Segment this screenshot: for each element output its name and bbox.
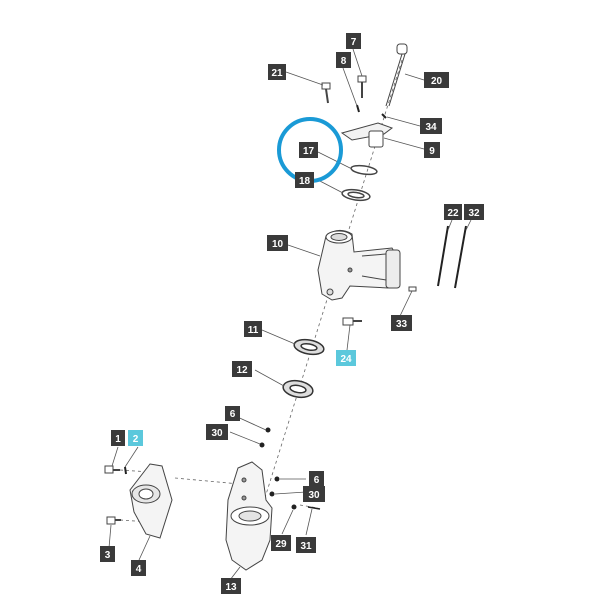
part-8-pin: [356, 104, 360, 113]
svg-text:17: 17: [303, 146, 315, 157]
svg-text:24: 24: [340, 354, 352, 365]
callout-32: 32: [464, 204, 484, 220]
callout-29: 29: [271, 535, 291, 551]
callout-8: 8: [336, 52, 351, 68]
svg-text:32: 32: [468, 208, 480, 219]
svg-text:13: 13: [225, 582, 237, 593]
part-6-30-lower-balls: [269, 476, 280, 497]
svg-text:4: 4: [136, 564, 142, 575]
callout-30-lower: 30: [303, 486, 325, 502]
svg-text:3: 3: [105, 550, 111, 561]
callout-6-lower: 6: [309, 471, 324, 487]
part-3-bolt: [106, 516, 121, 525]
part-11-seal: [293, 338, 325, 356]
callout-4: 4: [131, 560, 146, 576]
callout-labels: 21 7 8 20 34 17 9 18 22 32 10 33 11 24 1…: [100, 33, 484, 594]
part-1-bolt: [104, 465, 120, 474]
part-33-dowel: [408, 286, 417, 292]
svg-text:31: 31: [300, 541, 312, 552]
svg-text:33: 33: [396, 319, 408, 330]
svg-text:6: 6: [314, 475, 320, 486]
callout-21: 21: [268, 64, 286, 80]
svg-text:12: 12: [236, 365, 248, 376]
svg-text:11: 11: [248, 325, 259, 336]
callout-22: 22: [444, 204, 462, 220]
part-12-bearing: [282, 379, 314, 399]
svg-text:10: 10: [272, 239, 284, 250]
callout-10: 10: [267, 235, 288, 251]
callout-24: 24: [336, 350, 356, 366]
svg-text:6: 6: [230, 409, 236, 420]
callout-31: 31: [296, 537, 316, 553]
part-24-bolt: [342, 317, 362, 326]
callout-17: 17: [299, 142, 318, 158]
svg-text:20: 20: [431, 76, 443, 87]
callout-7: 7: [346, 33, 361, 49]
part-13-lower-housing: [225, 461, 273, 571]
svg-text:1: 1: [115, 434, 121, 445]
part-29-ball: [291, 504, 297, 510]
callout-20: 20: [424, 72, 449, 88]
part-9-lever: [340, 122, 394, 148]
callout-1: 1: [111, 430, 125, 446]
part-10-housing: [317, 230, 401, 301]
callout-3: 3: [100, 546, 115, 562]
part-21-bolt: [321, 82, 331, 104]
svg-text:34: 34: [425, 122, 437, 133]
svg-text:8: 8: [341, 56, 347, 67]
callout-33: 33: [391, 315, 412, 331]
svg-text:30: 30: [211, 428, 223, 439]
part-18-seal: [341, 188, 371, 202]
svg-text:9: 9: [429, 146, 435, 157]
callout-13: 13: [221, 578, 241, 594]
callout-12: 12: [232, 361, 252, 377]
svg-text:21: 21: [271, 68, 283, 79]
leader-lines: [108, 48, 472, 581]
svg-text:30: 30: [308, 490, 320, 501]
callout-30-upper: 30: [206, 424, 228, 440]
callout-34: 34: [420, 118, 442, 134]
part-32-gasket: [454, 225, 467, 289]
svg-text:29: 29: [275, 539, 287, 550]
svg-text:2: 2: [133, 434, 139, 445]
svg-text:22: 22: [447, 208, 459, 219]
callout-2: 2: [128, 430, 143, 446]
part-22-gasket: [437, 225, 449, 287]
callout-9: 9: [424, 142, 440, 158]
callout-11: 11: [244, 321, 262, 337]
part-31-pin: [307, 506, 321, 510]
part-6-30-upper-balls: [259, 427, 271, 448]
callout-6-upper: 6: [225, 406, 240, 421]
part-4-cover: [129, 463, 173, 539]
svg-text:18: 18: [299, 176, 311, 187]
part-7-screw: [357, 75, 367, 98]
part-2-washer: [124, 466, 127, 475]
part-17-ring: [350, 164, 378, 176]
svg-text:7: 7: [351, 37, 357, 48]
part-20-dipstick: [385, 43, 408, 107]
part-34-pin: [381, 113, 387, 119]
callout-18: 18: [295, 172, 314, 188]
